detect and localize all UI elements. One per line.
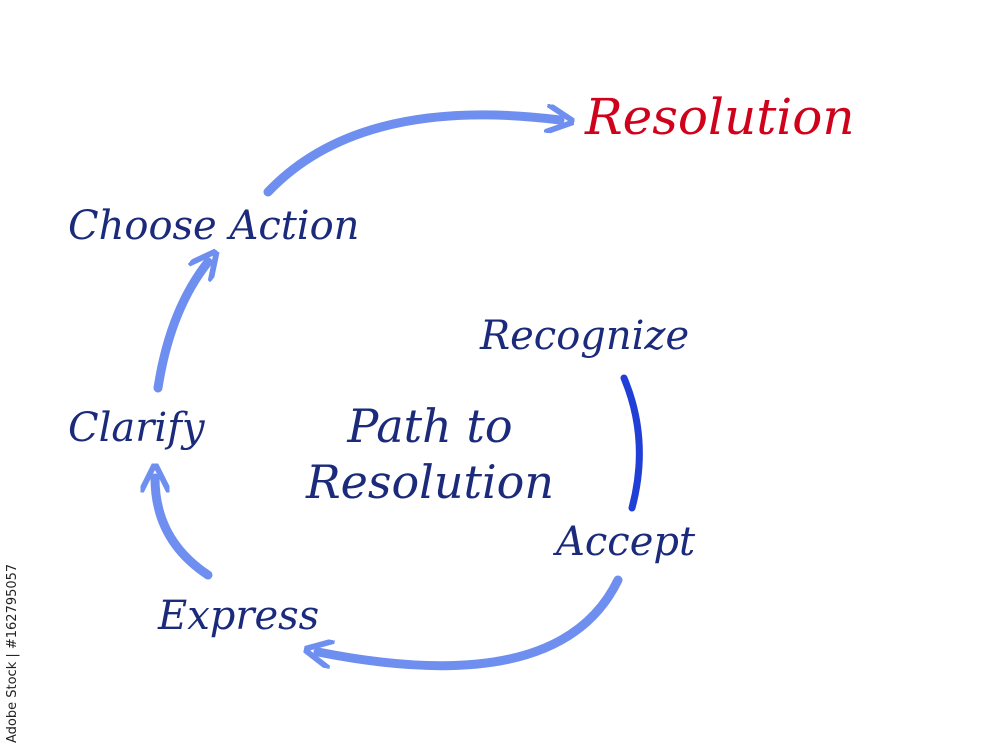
step-recognize: Recognize <box>480 313 690 359</box>
center-title-line-1: Path to <box>347 399 513 453</box>
center-title: Path to Resolution <box>245 398 615 510</box>
center-title-line-2: Resolution <box>305 455 554 509</box>
step-choose-action: Choose Action <box>68 203 360 249</box>
stock-credit-text: Adobe Stock | #162795057 <box>5 563 20 743</box>
step-clarify: Clarify <box>68 405 205 451</box>
arrow-express-to-clarify <box>155 478 213 580</box>
arrow-choose-action-to-resolution <box>263 115 560 197</box>
connector-recognize-accept <box>620 374 643 512</box>
goal-label: Resolution <box>585 88 855 146</box>
step-accept: Accept <box>556 519 696 565</box>
step-express: Express <box>158 593 320 639</box>
arrow-accept-to-express <box>318 575 623 671</box>
arrow-clarify-to-choose-action <box>153 262 208 393</box>
